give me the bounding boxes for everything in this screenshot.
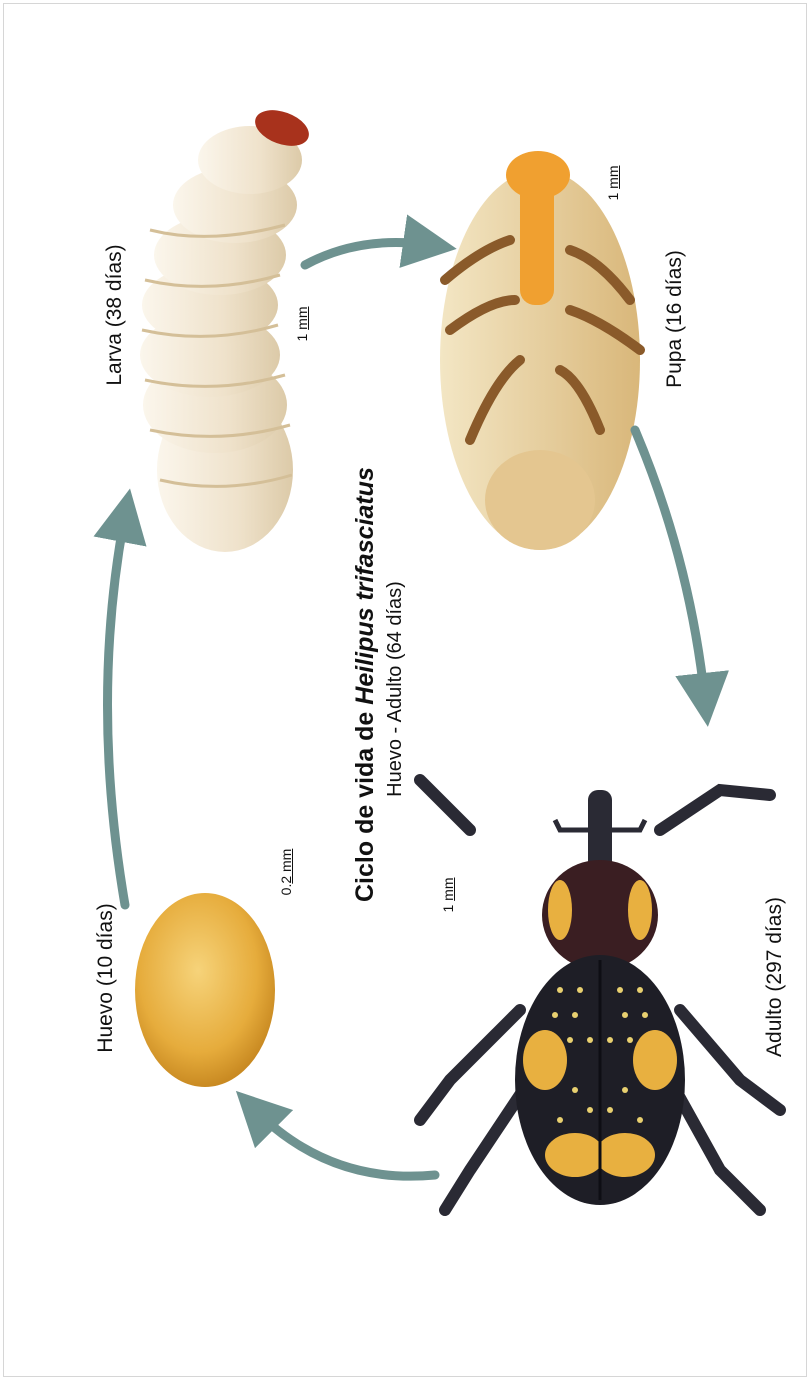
stage-label-larva: Larva (38 días) xyxy=(100,230,130,400)
stage-label-adult: Adulto (297 días) xyxy=(760,887,790,1067)
title-prefix: Ciclo de vida de xyxy=(351,705,379,902)
arrow-pupa-to-adult xyxy=(635,430,705,700)
diagram-title: Ciclo de vida de Heilipus trifasciatus xyxy=(348,472,382,902)
larva-illustration xyxy=(140,103,314,552)
stage-label-pupa: Pupa (16 días) xyxy=(660,239,690,399)
title-species: Heilipus trifasciatus xyxy=(351,467,379,705)
adult-weevil-illustration xyxy=(420,780,780,1210)
stage-label-egg: Huevo (10 días) xyxy=(91,898,121,1058)
scale-bar-larva: 1 mm xyxy=(292,294,312,354)
arrow-larva-to-pupa xyxy=(305,243,430,266)
scale-bar-egg: 0.2 mm xyxy=(276,832,296,912)
egg-illustration xyxy=(135,893,275,1087)
scale-bar-adult: 1 mm xyxy=(438,865,458,925)
arrow-egg-to-larva xyxy=(108,515,126,905)
diagram-subtitle: Huevo - Adulto (64 días) xyxy=(381,549,409,829)
scale-bar-pupa: 1 mm xyxy=(603,153,623,213)
arrow-adult-to-egg xyxy=(255,1110,435,1176)
